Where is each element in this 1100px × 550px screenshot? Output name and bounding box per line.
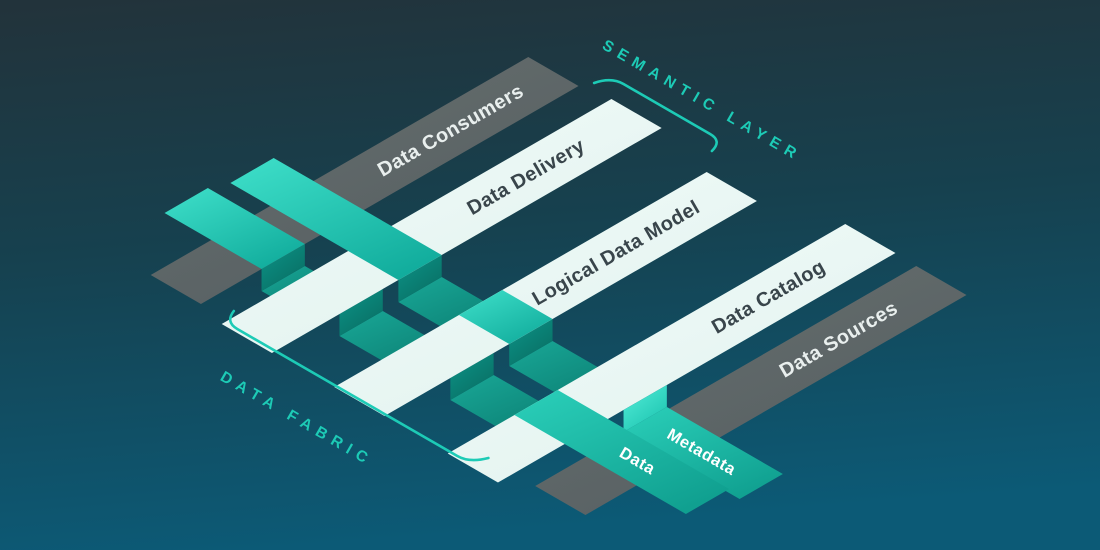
data-fabric-bracket	[228, 309, 490, 462]
ribbon-data-segment	[164, 188, 305, 269]
ribbon-metadata-fold	[398, 255, 442, 302]
ribbon-metadata-segment	[230, 158, 442, 280]
semantic-layer-bracket	[592, 78, 718, 153]
bar-data-delivery	[221, 99, 662, 353]
ribbon-metadata-fold	[509, 319, 553, 366]
ribbons-over-layer	[164, 158, 783, 514]
ribbon-data-fold	[339, 289, 383, 336]
ribbon-metadata-fold	[623, 385, 667, 432]
bar-logical-data-model	[334, 172, 757, 416]
ribbon-metadata-segment	[623, 407, 783, 499]
ribbon-data-segment	[514, 390, 730, 514]
ribbon-metadata-segment	[458, 290, 553, 344]
ribbon-data-fold	[261, 244, 305, 291]
ribbon-data-fold	[450, 353, 494, 400]
